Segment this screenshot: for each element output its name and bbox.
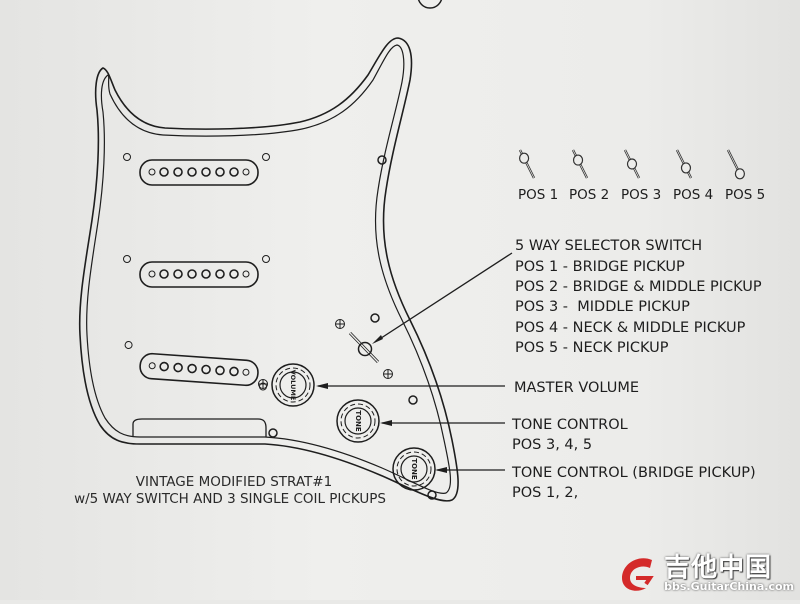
- dragon-logo-icon: [622, 558, 654, 591]
- selector-line: POS 5 - NECK PICKUP: [515, 340, 669, 356]
- pos-label: POS 1: [518, 187, 558, 203]
- partial-circle: [417, 0, 443, 9]
- switch-position-icon: [623, 149, 641, 179]
- pos-label: POS 4: [673, 187, 713, 203]
- switch-position-icon: [571, 149, 589, 179]
- watermark: 吉他中国 bbs.GuitarChina.com: [616, 552, 794, 596]
- middle-pickup: [123, 255, 270, 288]
- switch-position-icons: [518, 149, 746, 180]
- pole-piece: [187, 269, 197, 279]
- tone-knob-1-label: TONE: [354, 410, 362, 432]
- watermark-name: 吉他中国: [664, 553, 773, 583]
- selector-switch: [348, 331, 380, 364]
- pole-piece: [159, 361, 169, 372]
- pole-piece: [187, 363, 197, 374]
- pole-piece: [173, 269, 183, 279]
- bridge-pickup: [124, 341, 268, 391]
- pole-piece: [201, 269, 211, 279]
- tone-knob-2-label: TONE: [410, 458, 418, 480]
- pos-label: POS 5: [725, 187, 765, 203]
- master-volume-label: MASTER VOLUME: [514, 380, 639, 396]
- pole-piece: [215, 167, 225, 177]
- switch-position-icon: [518, 149, 536, 179]
- pickguard: [78, 37, 459, 502]
- screw-holes: [258, 155, 437, 500]
- selector-line: POS 3 - MIDDLE PICKUP: [515, 299, 690, 315]
- neck-pickup: [123, 153, 270, 186]
- selector-title: 5 WAY SELECTOR SWITCH: [515, 238, 702, 254]
- volume-knob-label: VOLUME: [289, 370, 297, 401]
- tone-control-bridge-label: TONE CONTROL (BRIDGE PICKUP): [511, 465, 756, 481]
- tone-knob-1: TONE: [336, 399, 380, 443]
- pole-piece: [159, 167, 169, 177]
- callout-arrows: [316, 252, 513, 473]
- pole-piece: [201, 364, 211, 375]
- pole-piece: [229, 269, 239, 279]
- selector-legend: 5 WAY SELECTOR SWITCH POS 1 - BRIDGE PIC…: [515, 238, 762, 356]
- selector-line: POS 2 - BRIDGE & MIDDLE PICKUP: [515, 279, 762, 295]
- switch-position-labels: POS 1 POS 2 POS 3 POS 4 POS 5: [518, 187, 765, 203]
- pole-piece: [229, 366, 239, 377]
- pole-piece: [201, 167, 211, 177]
- tone-control-label: TONE CONTROL: [511, 417, 628, 433]
- selector-line: POS 4 - NECK & MIDDLE PICKUP: [515, 320, 746, 336]
- volume-knob: VOLUME: [271, 363, 315, 407]
- pole-piece: [215, 269, 225, 279]
- pole-piece: [215, 365, 225, 376]
- pos-label: POS 2: [569, 187, 609, 203]
- tone-knob-2: TONE: [392, 447, 436, 491]
- pole-piece: [187, 167, 197, 177]
- pos-label: POS 3: [621, 187, 661, 203]
- pole-piece: [229, 167, 239, 177]
- switch-position-icon: [675, 149, 693, 179]
- watermark-url: bbs.GuitarChina.com: [664, 580, 794, 593]
- pole-piece: [173, 167, 183, 177]
- pole-piece: [173, 362, 183, 373]
- pole-piece: [159, 269, 169, 279]
- caption-line-2: w/5 WAY SWITCH AND 3 SINGLE COIL PICKUPS: [74, 491, 386, 507]
- selector-line: POS 1 - BRIDGE PICKUP: [515, 259, 685, 275]
- switch-position-icon: [726, 149, 746, 180]
- tone-control-bridge-positions: POS 1, 2,: [512, 485, 578, 501]
- tone-control-positions: POS 3, 4, 5: [512, 437, 592, 453]
- caption-line-1: VINTAGE MODIFIED STRAT#1: [136, 474, 332, 490]
